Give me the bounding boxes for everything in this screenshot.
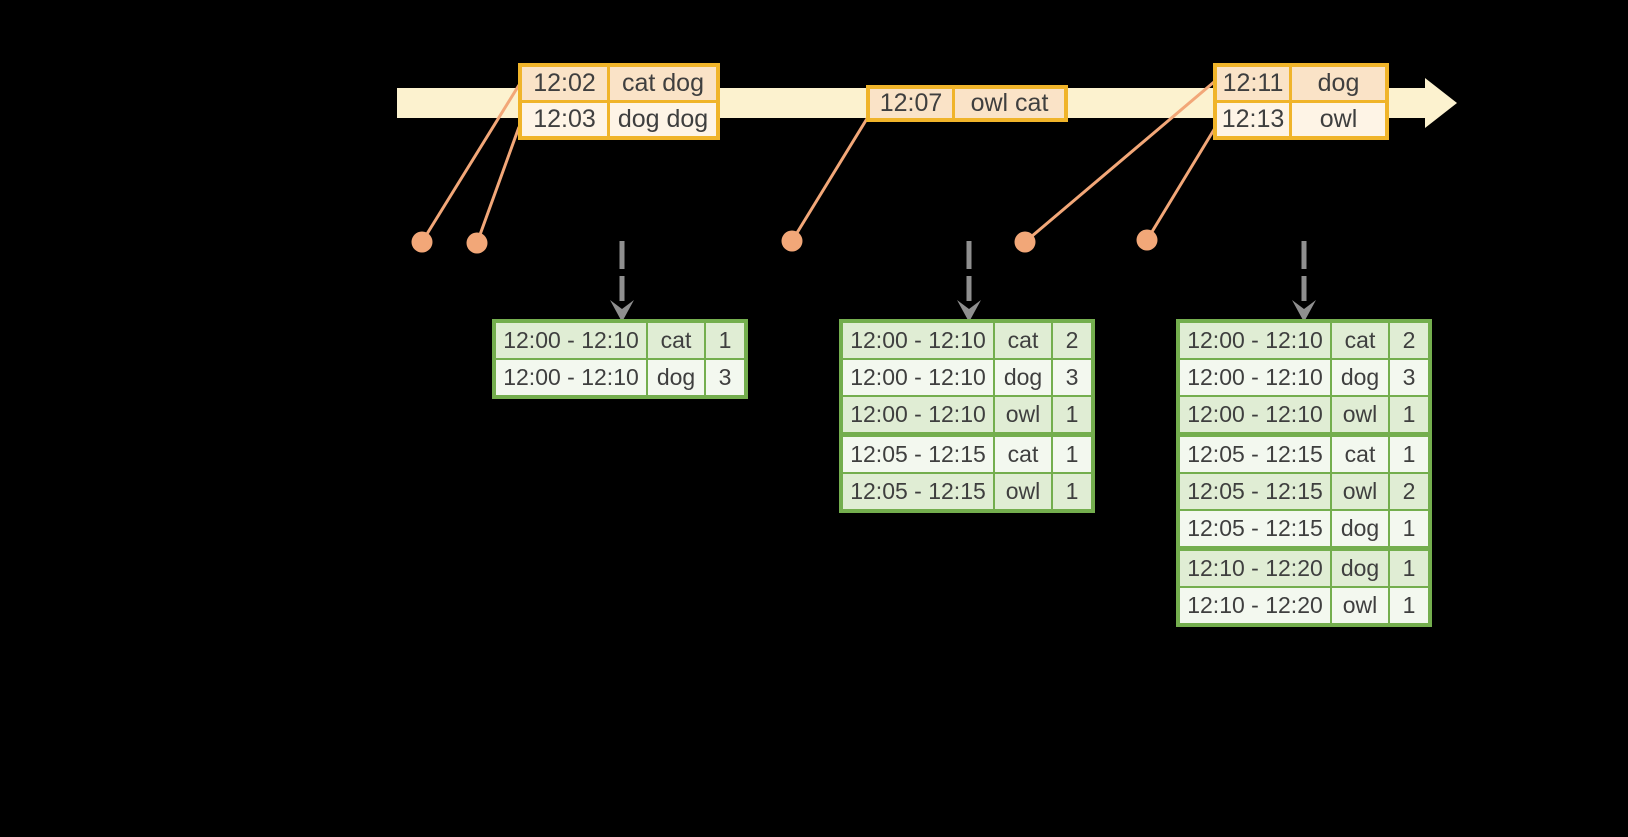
result-window: 12:00 - 12:10	[843, 323, 993, 358]
event-words: dog	[1292, 67, 1385, 100]
result-window: 12:05 - 12:15	[1180, 437, 1330, 472]
result-word: dog	[1332, 511, 1388, 546]
event-connector-line	[475, 126, 521, 244]
result-window: 12:00 - 12:10	[843, 360, 993, 395]
result-window: 12:05 - 12:15	[843, 474, 993, 509]
result-window: 12:00 - 12:10	[1180, 397, 1330, 432]
result-count: 1	[1390, 588, 1428, 623]
result-window: 12:05 - 12:15	[1180, 511, 1330, 546]
event-words: owl cat	[955, 89, 1064, 118]
result-table: 12:00 - 12:10 cat 1 12:00 - 12:10 dog 3	[492, 319, 748, 399]
result-word: cat	[995, 323, 1051, 358]
event-connector-line	[790, 116, 870, 242]
result-word: owl	[1332, 474, 1388, 509]
result-window: 12:10 - 12:20	[1180, 551, 1330, 586]
event-table: 12:07 owl cat	[866, 85, 1068, 122]
result-count: 3	[1390, 360, 1428, 395]
result-window: 12:10 - 12:20	[1180, 588, 1330, 623]
result-count: 1	[1053, 474, 1091, 509]
result-word: owl	[995, 474, 1051, 509]
result-window: 12:00 - 12:10	[1180, 323, 1330, 358]
result-word: owl	[995, 397, 1051, 432]
event-time: 12:13	[1217, 103, 1289, 136]
event-dot	[781, 230, 803, 252]
event-time: 12:03	[522, 103, 607, 136]
event-table: 12:02 cat dog 12:03 dog dog	[518, 63, 720, 140]
result-count: 1	[1053, 397, 1091, 432]
result-count: 1	[706, 323, 744, 358]
result-word: dog	[1332, 551, 1388, 586]
result-row: 12:10 - 12:20 owl 1	[1180, 588, 1428, 623]
trigger-arrow-icon	[610, 241, 634, 322]
event-dot	[1136, 229, 1158, 251]
result-row: 12:00 - 12:10 dog 3	[1180, 360, 1428, 395]
event-row: 12:03 dog dog	[522, 103, 716, 136]
event-time: 12:07	[870, 89, 952, 118]
result-row: 12:10 - 12:20 dog 1	[1180, 551, 1428, 586]
result-table: 12:00 - 12:10 cat 2 12:00 - 12:10 dog 3 …	[839, 319, 1095, 513]
result-count: 1	[1390, 511, 1428, 546]
result-row: 12:05 - 12:15 owl 2	[1180, 474, 1428, 509]
result-row: 12:00 - 12:10 owl 1	[843, 397, 1091, 432]
event-words: owl	[1292, 103, 1385, 136]
result-window: 12:05 - 12:15	[1180, 474, 1330, 509]
result-word: dog	[995, 360, 1051, 395]
event-time: 12:11	[1217, 67, 1289, 100]
result-word: dog	[1332, 360, 1388, 395]
event-row: 12:13 owl	[1217, 103, 1385, 136]
result-count: 2	[1053, 323, 1091, 358]
result-count: 1	[1390, 397, 1428, 432]
result-row: 12:00 - 12:10 cat 2	[843, 323, 1091, 358]
result-count: 3	[706, 360, 744, 395]
result-word: cat	[648, 323, 704, 358]
result-row: 12:00 - 12:10 owl 1	[1180, 397, 1428, 432]
event-row: 12:11 dog	[1217, 67, 1385, 100]
result-count: 1	[1390, 437, 1428, 472]
result-word: owl	[1332, 397, 1388, 432]
trigger-arrow-icon	[957, 241, 981, 322]
result-row: 12:05 - 12:15 cat 1	[843, 437, 1091, 472]
result-word: cat	[1332, 437, 1388, 472]
result-count: 2	[1390, 474, 1428, 509]
result-window: 12:00 - 12:10	[496, 360, 646, 395]
event-connector-line	[420, 84, 521, 243]
event-connector-line	[1024, 80, 1215, 244]
result-window: 12:00 - 12:10	[496, 323, 646, 358]
event-time: 12:02	[522, 67, 607, 100]
result-row: 12:05 - 12:15 owl 1	[843, 474, 1091, 509]
result-row: 12:00 - 12:10 cat 2	[1180, 323, 1428, 358]
result-row: 12:05 - 12:15 dog 1	[1180, 511, 1428, 546]
event-dot	[411, 231, 433, 253]
result-window: 12:00 - 12:10	[1180, 360, 1330, 395]
event-words: dog dog	[610, 103, 716, 136]
event-words: cat dog	[610, 67, 716, 100]
result-count: 1	[1390, 551, 1428, 586]
result-count: 1	[1053, 437, 1091, 472]
result-row: 12:00 - 12:10 dog 3	[496, 360, 744, 395]
result-window: 12:05 - 12:15	[843, 437, 993, 472]
event-row: 12:07 owl cat	[870, 89, 1064, 118]
result-row: 12:00 - 12:10 dog 3	[843, 360, 1091, 395]
event-connector-line	[1145, 127, 1217, 241]
event-row: 12:02 cat dog	[522, 67, 716, 100]
trigger-arrow-icon	[1292, 241, 1316, 322]
result-window: 12:00 - 12:10	[843, 397, 993, 432]
result-word: owl	[1332, 588, 1388, 623]
result-table: 12:00 - 12:10 cat 2 12:00 - 12:10 dog 3 …	[1176, 319, 1432, 627]
result-word: cat	[995, 437, 1051, 472]
result-row: 12:00 - 12:10 cat 1	[496, 323, 744, 358]
event-dot	[1014, 231, 1036, 253]
result-count: 3	[1053, 360, 1091, 395]
result-row: 12:05 - 12:15 cat 1	[1180, 437, 1428, 472]
result-word: cat	[1332, 323, 1388, 358]
result-word: dog	[648, 360, 704, 395]
event-table: 12:11 dog 12:13 owl	[1213, 63, 1389, 140]
event-dot	[466, 232, 488, 254]
timeline-arrowhead-icon	[1425, 78, 1457, 128]
result-count: 2	[1390, 323, 1428, 358]
